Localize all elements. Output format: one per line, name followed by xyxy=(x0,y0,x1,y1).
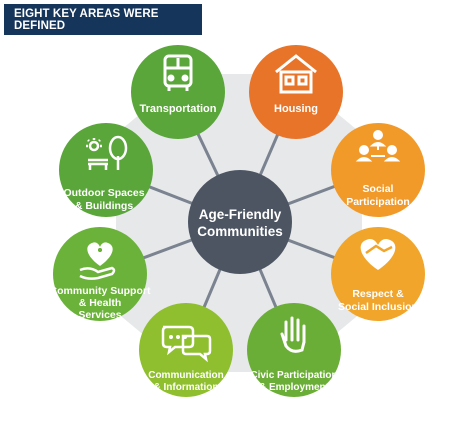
spoke-respect-inclusion: Respect & Social Inclusion xyxy=(331,227,425,321)
spoke-label-communication-2: & Information xyxy=(154,382,219,393)
hub-label-2: Communities xyxy=(197,224,283,239)
raised-hand-icon xyxy=(280,316,306,353)
spoke-label-community-2: & Health xyxy=(79,297,122,309)
speech-bubbles-icon xyxy=(161,325,212,363)
spoke-label-community-3: Services xyxy=(78,309,121,321)
spoke-label-civic-2: & Employment xyxy=(259,382,330,393)
spoke-label-communication-1: Communication xyxy=(148,370,224,381)
spoke-community-support: Community Support & Health Services xyxy=(50,227,151,321)
diagram-title: EIGHT KEY AREAS WERE DEFINED xyxy=(14,7,159,32)
spoke-label-outdoor-1: Outdoor Spaces xyxy=(63,187,144,199)
spoke-label-civic-1: Civic Participation xyxy=(250,370,337,381)
spoke-label-respect-1: Respect & xyxy=(352,288,404,300)
hub: Age-Friendly Communities xyxy=(188,170,292,274)
spoke-label-outdoor-2: & Buildings xyxy=(75,200,133,212)
spoke-label-respect-2: Social Inclusion xyxy=(338,301,418,313)
spoke-label-housing: Housing xyxy=(274,103,318,115)
bus-icon xyxy=(163,54,193,91)
spoke-civic-participation: Civic Participation & Employment xyxy=(247,303,341,397)
spoke-label-social-2: Participation xyxy=(346,196,410,208)
spoke-outdoor-spaces: Outdoor Spaces & Buildings xyxy=(59,123,153,217)
people-network-icon xyxy=(355,130,401,162)
hub-label-1: Age-Friendly xyxy=(199,207,282,222)
spoke-housing: Housing xyxy=(249,45,343,139)
spoke-communication: Communication & Information xyxy=(139,303,233,397)
hand-heart-icon xyxy=(79,242,116,280)
heart-hands-icon xyxy=(360,238,396,270)
spoke-label-community-1: Community Support xyxy=(50,285,151,297)
diagram-title-banner: EIGHT KEY AREAS WERE DEFINED xyxy=(4,4,202,35)
spoke-transportation: Transportation xyxy=(131,45,225,139)
spoke-label-social-1: Social xyxy=(363,183,394,195)
house-icon xyxy=(275,54,317,94)
park-bench-icon xyxy=(86,135,128,170)
spoke-social-participation: Social Participation xyxy=(331,123,425,217)
spoke-label-transportation: Transportation xyxy=(139,103,216,115)
